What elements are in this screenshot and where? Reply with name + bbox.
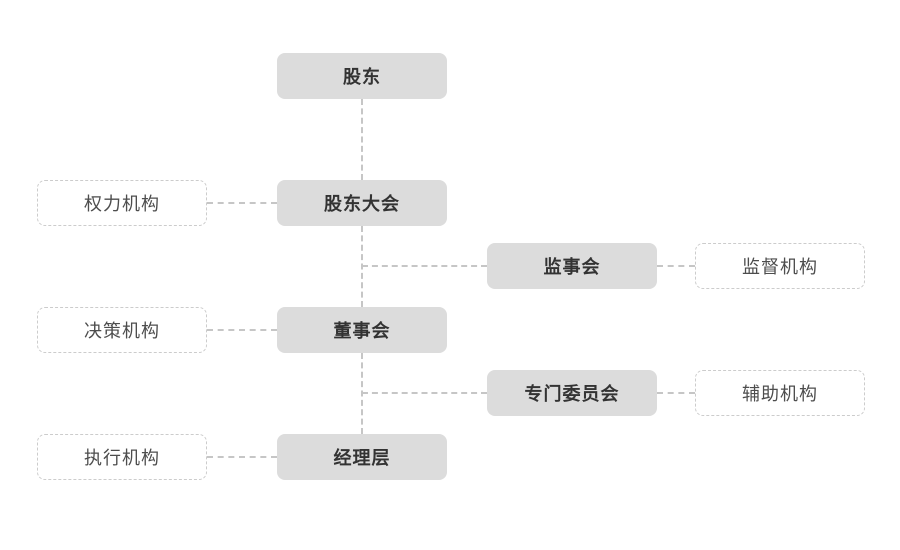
connector-supervisory-label xyxy=(657,265,695,267)
connector-branch-supervisory xyxy=(362,265,487,267)
label-decision-organ: 决策机构 xyxy=(37,307,207,353)
node-board-of-directors: 董事会 xyxy=(277,307,447,353)
label-executive-organ: 执行机构 xyxy=(37,434,207,480)
node-shareholders: 股东 xyxy=(277,53,447,99)
node-supervisory-board: 监事会 xyxy=(487,243,657,289)
node-shareholders-meeting: 股东大会 xyxy=(277,180,447,226)
connector-executive-label xyxy=(207,456,277,458)
connector-auxiliary-label xyxy=(657,392,695,394)
connector-branch-committees xyxy=(362,392,487,394)
label-power-organ: 权力机构 xyxy=(37,180,207,226)
node-special-committees: 专门委员会 xyxy=(487,370,657,416)
connector-shareholders-to-meeting xyxy=(361,99,363,180)
connector-decision-label xyxy=(207,329,277,331)
label-supervisory-organ: 监督机构 xyxy=(695,243,865,289)
label-auxiliary-organ: 辅助机构 xyxy=(695,370,865,416)
node-management: 经理层 xyxy=(277,434,447,480)
connector-power-label xyxy=(207,202,277,204)
